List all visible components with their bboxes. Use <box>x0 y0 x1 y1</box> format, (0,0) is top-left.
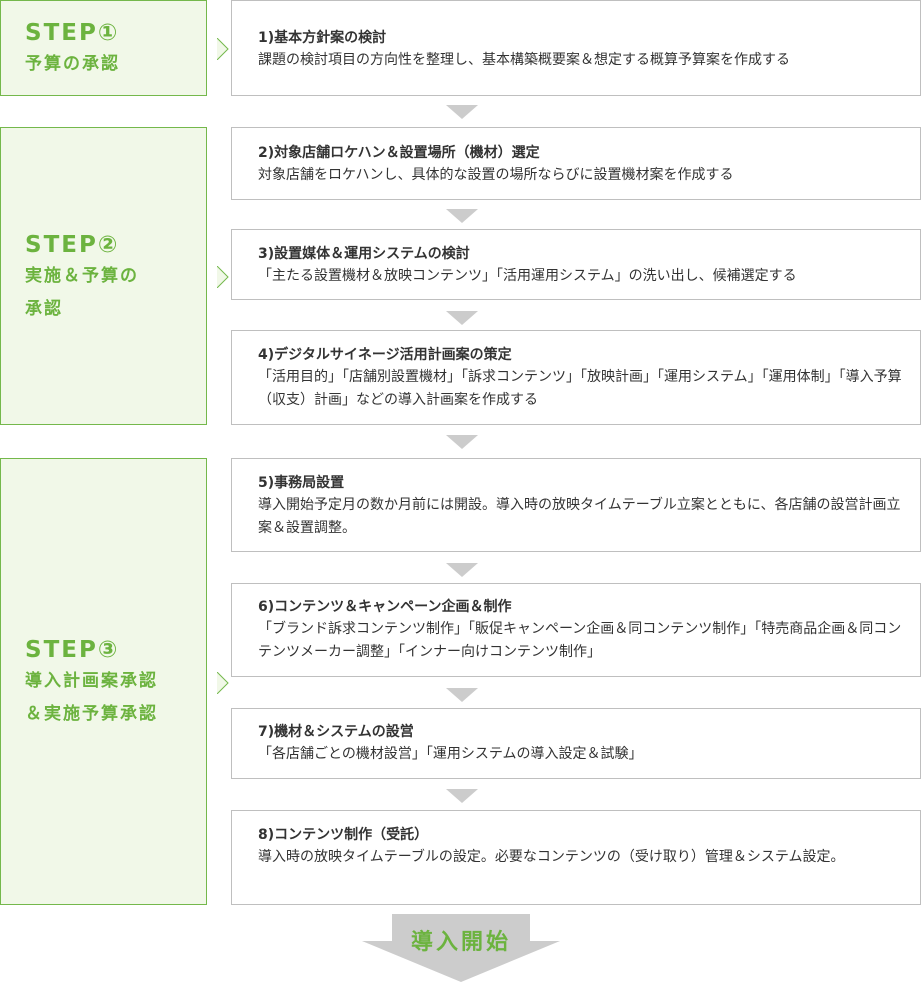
step-2-desc-line-1: 実施＆予算の <box>25 266 139 286</box>
task-7-box: 7)機材＆システムの設営 「各店舗ごとの機材設営」「運用システムの導入設定＆試験… <box>231 708 921 779</box>
task-2-box: 2)対象店舗ロケハン＆設置場所（機材）選定 対象店舗をロケハンし、具体的な設置の… <box>231 127 921 200</box>
task-8-desc: 導入時の放映タイムテーブルの設定。必要なコンテンツの（受け取り）管理＆システム設… <box>258 849 845 865</box>
step-3-desc-line-2: ＆実施予算承認 <box>25 704 158 724</box>
task-6-desc: 「ブランド訴求コンテンツ制作」「販促キャンペーン企画＆同コンテンツ制作」「特売商… <box>258 621 902 660</box>
task-4-title: 4)デジタルサイネージ活用計画案の策定 <box>258 347 512 363</box>
task-6-title: 6)コンテンツ＆キャンペーン企画＆制作 <box>258 599 512 615</box>
task-5-box: 5)事務局設置 導入開始予定月の数か月前には開設。導入時の放映タイムテーブル立案… <box>231 458 921 552</box>
task-2-title: 2)対象店舗ロケハン＆設置場所（機材）選定 <box>258 145 540 161</box>
down-arrow-icon <box>446 563 478 577</box>
step-2-box: STEP② 実施＆予算の 承認 <box>0 127 229 425</box>
down-arrow-icon <box>446 688 478 702</box>
down-arrow-icon <box>446 435 478 449</box>
task-1-desc: 課題の検討項目の方向性を整理し、基本構築概要案＆想定する概算予算案を作成する <box>258 52 790 68</box>
down-arrow-icon <box>446 209 478 223</box>
task-7-desc: 「各店舗ごとの機材設営」「運用システムの導入設定＆試験」 <box>258 746 643 762</box>
step-3-title: STEP③ <box>25 637 120 663</box>
task-6-box: 6)コンテンツ＆キャンペーン企画＆制作 「ブランド訴求コンテンツ制作」「販促キャ… <box>231 583 921 677</box>
step-3-desc-line-1: 導入計画案承認 <box>25 671 158 691</box>
task-7-title: 7)機材＆システムの設営 <box>258 724 414 740</box>
down-arrow-icon <box>446 789 478 803</box>
final-label: 導入開始 <box>410 930 511 955</box>
down-arrow-icon <box>446 105 478 119</box>
final-arrow: 導入開始 <box>362 914 560 982</box>
step-1-box: STEP① 予算の承認 <box>0 0 229 96</box>
task-5-desc: 導入開始予定月の数か月前には開設。導入時の放映タイムテーブル立案とともに、各店舗… <box>258 497 901 536</box>
step-1-title: STEP① <box>25 20 120 46</box>
step-2-title: STEP② <box>25 232 120 258</box>
task-4-desc: 「活用目的」「店舗別設置機材」「訴求コンテンツ」「放映計画」「運用システム」「運… <box>258 369 902 408</box>
down-arrow-icon <box>446 311 478 325</box>
task-3-title: 3)設置媒体＆運用システムの検討 <box>258 246 470 262</box>
big-down-arrow-icon <box>362 914 560 982</box>
task-5-title: 5)事務局設置 <box>258 475 345 491</box>
task-3-box: 3)設置媒体＆運用システムの検討 「主たる設置機材＆放映コンテンツ」「活用運用シ… <box>231 229 921 300</box>
step-3-box: STEP③ 導入計画案承認 ＆実施予算承認 <box>0 458 229 905</box>
task-8-title: 8)コンテンツ制作（受託） <box>258 827 429 843</box>
task-2-desc: 対象店舗をロケハンし、具体的な設置の場所ならびに設置機材案を作成する <box>258 167 734 183</box>
step-2-desc-line-2: 承認 <box>25 299 63 319</box>
task-3-desc: 「主たる設置機材＆放映コンテンツ」「活用運用システム」の洗い出し、候補選定する <box>258 268 797 284</box>
task-8-box: 8)コンテンツ制作（受託） 導入時の放映タイムテーブルの設定。必要なコンテンツの… <box>231 810 921 905</box>
task-4-box: 4)デジタルサイネージ活用計画案の策定 「活用目的」「店舗別設置機材」「訴求コン… <box>231 330 921 425</box>
step-1-desc-line-1: 予算の承認 <box>25 54 120 74</box>
task-1-title: 1)基本方針案の検討 <box>258 30 387 46</box>
task-1-box: 1)基本方針案の検討 課題の検討項目の方向性を整理し、基本構築概要案＆想定する概… <box>231 0 921 96</box>
